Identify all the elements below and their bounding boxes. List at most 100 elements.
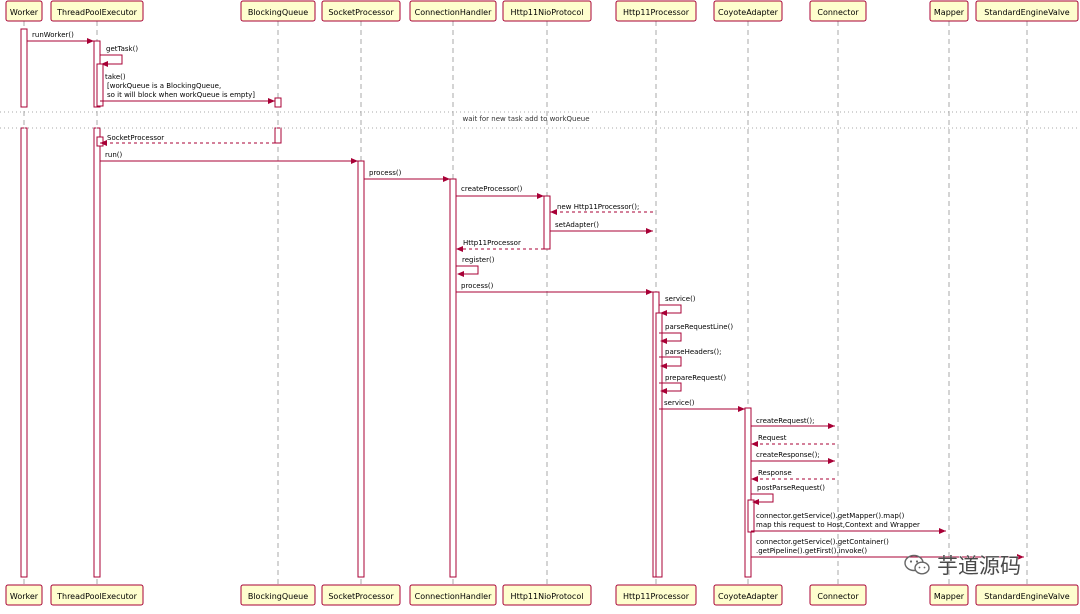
message-label: createRequest(); — [756, 417, 814, 425]
participant-box — [240, 584, 316, 606]
message: service() — [659, 399, 745, 412]
message-label: service() — [665, 295, 696, 303]
participant-box — [240, 0, 316, 22]
watermark: 芋道源码 — [904, 554, 1021, 578]
activation-bar — [744, 407, 752, 578]
participant-label: ConnectionHandler — [415, 8, 492, 17]
arrowhead — [100, 140, 107, 146]
participant-label: Http11NioProtocol — [511, 8, 584, 17]
participant-conn-bottom: Connector — [809, 584, 867, 606]
message-label: take() — [105, 73, 126, 81]
delay-separator: wait for new task add to workQueue — [0, 111, 1080, 129]
activation-bar — [96, 63, 104, 107]
message: process() — [456, 282, 653, 295]
message: createProcessor() — [456, 185, 544, 199]
message-label: .getPipeline().getFirst().invoke() — [756, 547, 867, 555]
arrowhead — [752, 499, 759, 505]
messages: runWorker()getTask()take()[workQueue is … — [27, 31, 1024, 560]
message-label: setAdapter() — [555, 221, 599, 229]
message-label: Response — [758, 469, 792, 477]
message: setAdapter() — [550, 221, 653, 234]
message-label: register() — [462, 256, 495, 264]
message-arrow — [456, 265, 479, 275]
participant-box — [50, 0, 144, 22]
arrowhead — [550, 209, 557, 215]
activation-bar — [449, 178, 457, 578]
message-label: run() — [105, 151, 122, 159]
arrowhead — [828, 423, 835, 429]
lifelines — [23, 21, 1028, 585]
message-label: runWorker() — [32, 31, 74, 39]
participant-sp-top: SocketProcessor — [321, 0, 401, 22]
arrowhead — [351, 158, 358, 164]
message-label: createProcessor() — [461, 185, 523, 193]
activation-bar — [20, 127, 28, 578]
message: service() — [659, 295, 696, 316]
participant-box — [409, 0, 497, 22]
participant-label: StandardEngineValve — [984, 592, 1070, 601]
participant-label: SocketProcessor — [328, 8, 394, 17]
participant-box — [713, 0, 783, 22]
message-label: connector.getService().getContainer() — [756, 538, 889, 546]
participant-box — [409, 584, 497, 606]
activations — [20, 28, 755, 578]
arrowhead — [660, 310, 667, 316]
message-arrow — [659, 382, 682, 392]
activation-bar — [543, 195, 551, 250]
participant-label: CoyoteAdapter — [718, 592, 779, 601]
activation-bar — [274, 127, 282, 144]
arrowhead — [828, 458, 835, 464]
message: postParseRequest() — [751, 484, 825, 505]
message-label: SocketProcessor — [107, 134, 164, 142]
participant-label: StandardEngineValve — [984, 8, 1070, 17]
participant-box — [5, 584, 43, 606]
arrowhead — [646, 228, 653, 234]
message: new Http11Processor(); — [550, 203, 653, 215]
message: createResponse(); — [751, 451, 835, 464]
message: runWorker() — [27, 31, 94, 44]
activation-bar — [274, 97, 282, 108]
message-label: parseHeaders(); — [665, 348, 722, 356]
participant-box — [321, 584, 401, 606]
arrowhead — [537, 193, 544, 199]
participant-label: Worker — [10, 8, 39, 17]
participant-sp-bottom: SocketProcessor — [321, 584, 401, 606]
participant-worker-bottom: Worker — [5, 584, 43, 606]
participant-mapper-bottom: Mapper — [929, 584, 969, 606]
arrowhead — [443, 176, 450, 182]
participant-label: Worker — [10, 592, 39, 601]
message-label: parseRequestLine() — [665, 323, 733, 331]
message-label: process() — [461, 282, 494, 290]
arrowhead — [939, 528, 946, 534]
participant-box — [809, 584, 867, 606]
message: SocketProcessor — [100, 134, 275, 146]
message: Request — [751, 434, 835, 447]
participant-bq-bottom: BlockingQueue — [240, 584, 316, 606]
participant-label: Mapper — [934, 8, 965, 17]
arrowhead — [660, 363, 667, 369]
participant-label: Http11NioProtocol — [511, 592, 584, 601]
message-label: connector.getService().getMapper().map() — [756, 512, 905, 520]
participant-box — [615, 0, 697, 22]
participant-box — [929, 584, 969, 606]
arrowhead — [457, 271, 464, 277]
participant-label: Http11Processor — [623, 8, 690, 17]
participant-label: SocketProcessor — [328, 592, 394, 601]
participant-sev-top: StandardEngineValve — [975, 0, 1079, 22]
arrowhead — [87, 38, 94, 44]
participant-worker-top: Worker — [5, 0, 43, 22]
message-label: new Http11Processor(); — [557, 203, 639, 211]
wechat-icon — [904, 554, 930, 575]
participant-label: CoyoteAdapter — [718, 8, 779, 17]
message: Response — [751, 469, 835, 482]
participant-box — [502, 584, 592, 606]
participant-ca-bottom: CoyoteAdapter — [713, 584, 783, 606]
participant-ca-top: CoyoteAdapter — [713, 0, 783, 22]
arrowhead — [738, 406, 745, 412]
participant-label: Http11Processor — [623, 592, 690, 601]
message: register() — [456, 256, 495, 277]
activation-bar — [20, 28, 28, 108]
